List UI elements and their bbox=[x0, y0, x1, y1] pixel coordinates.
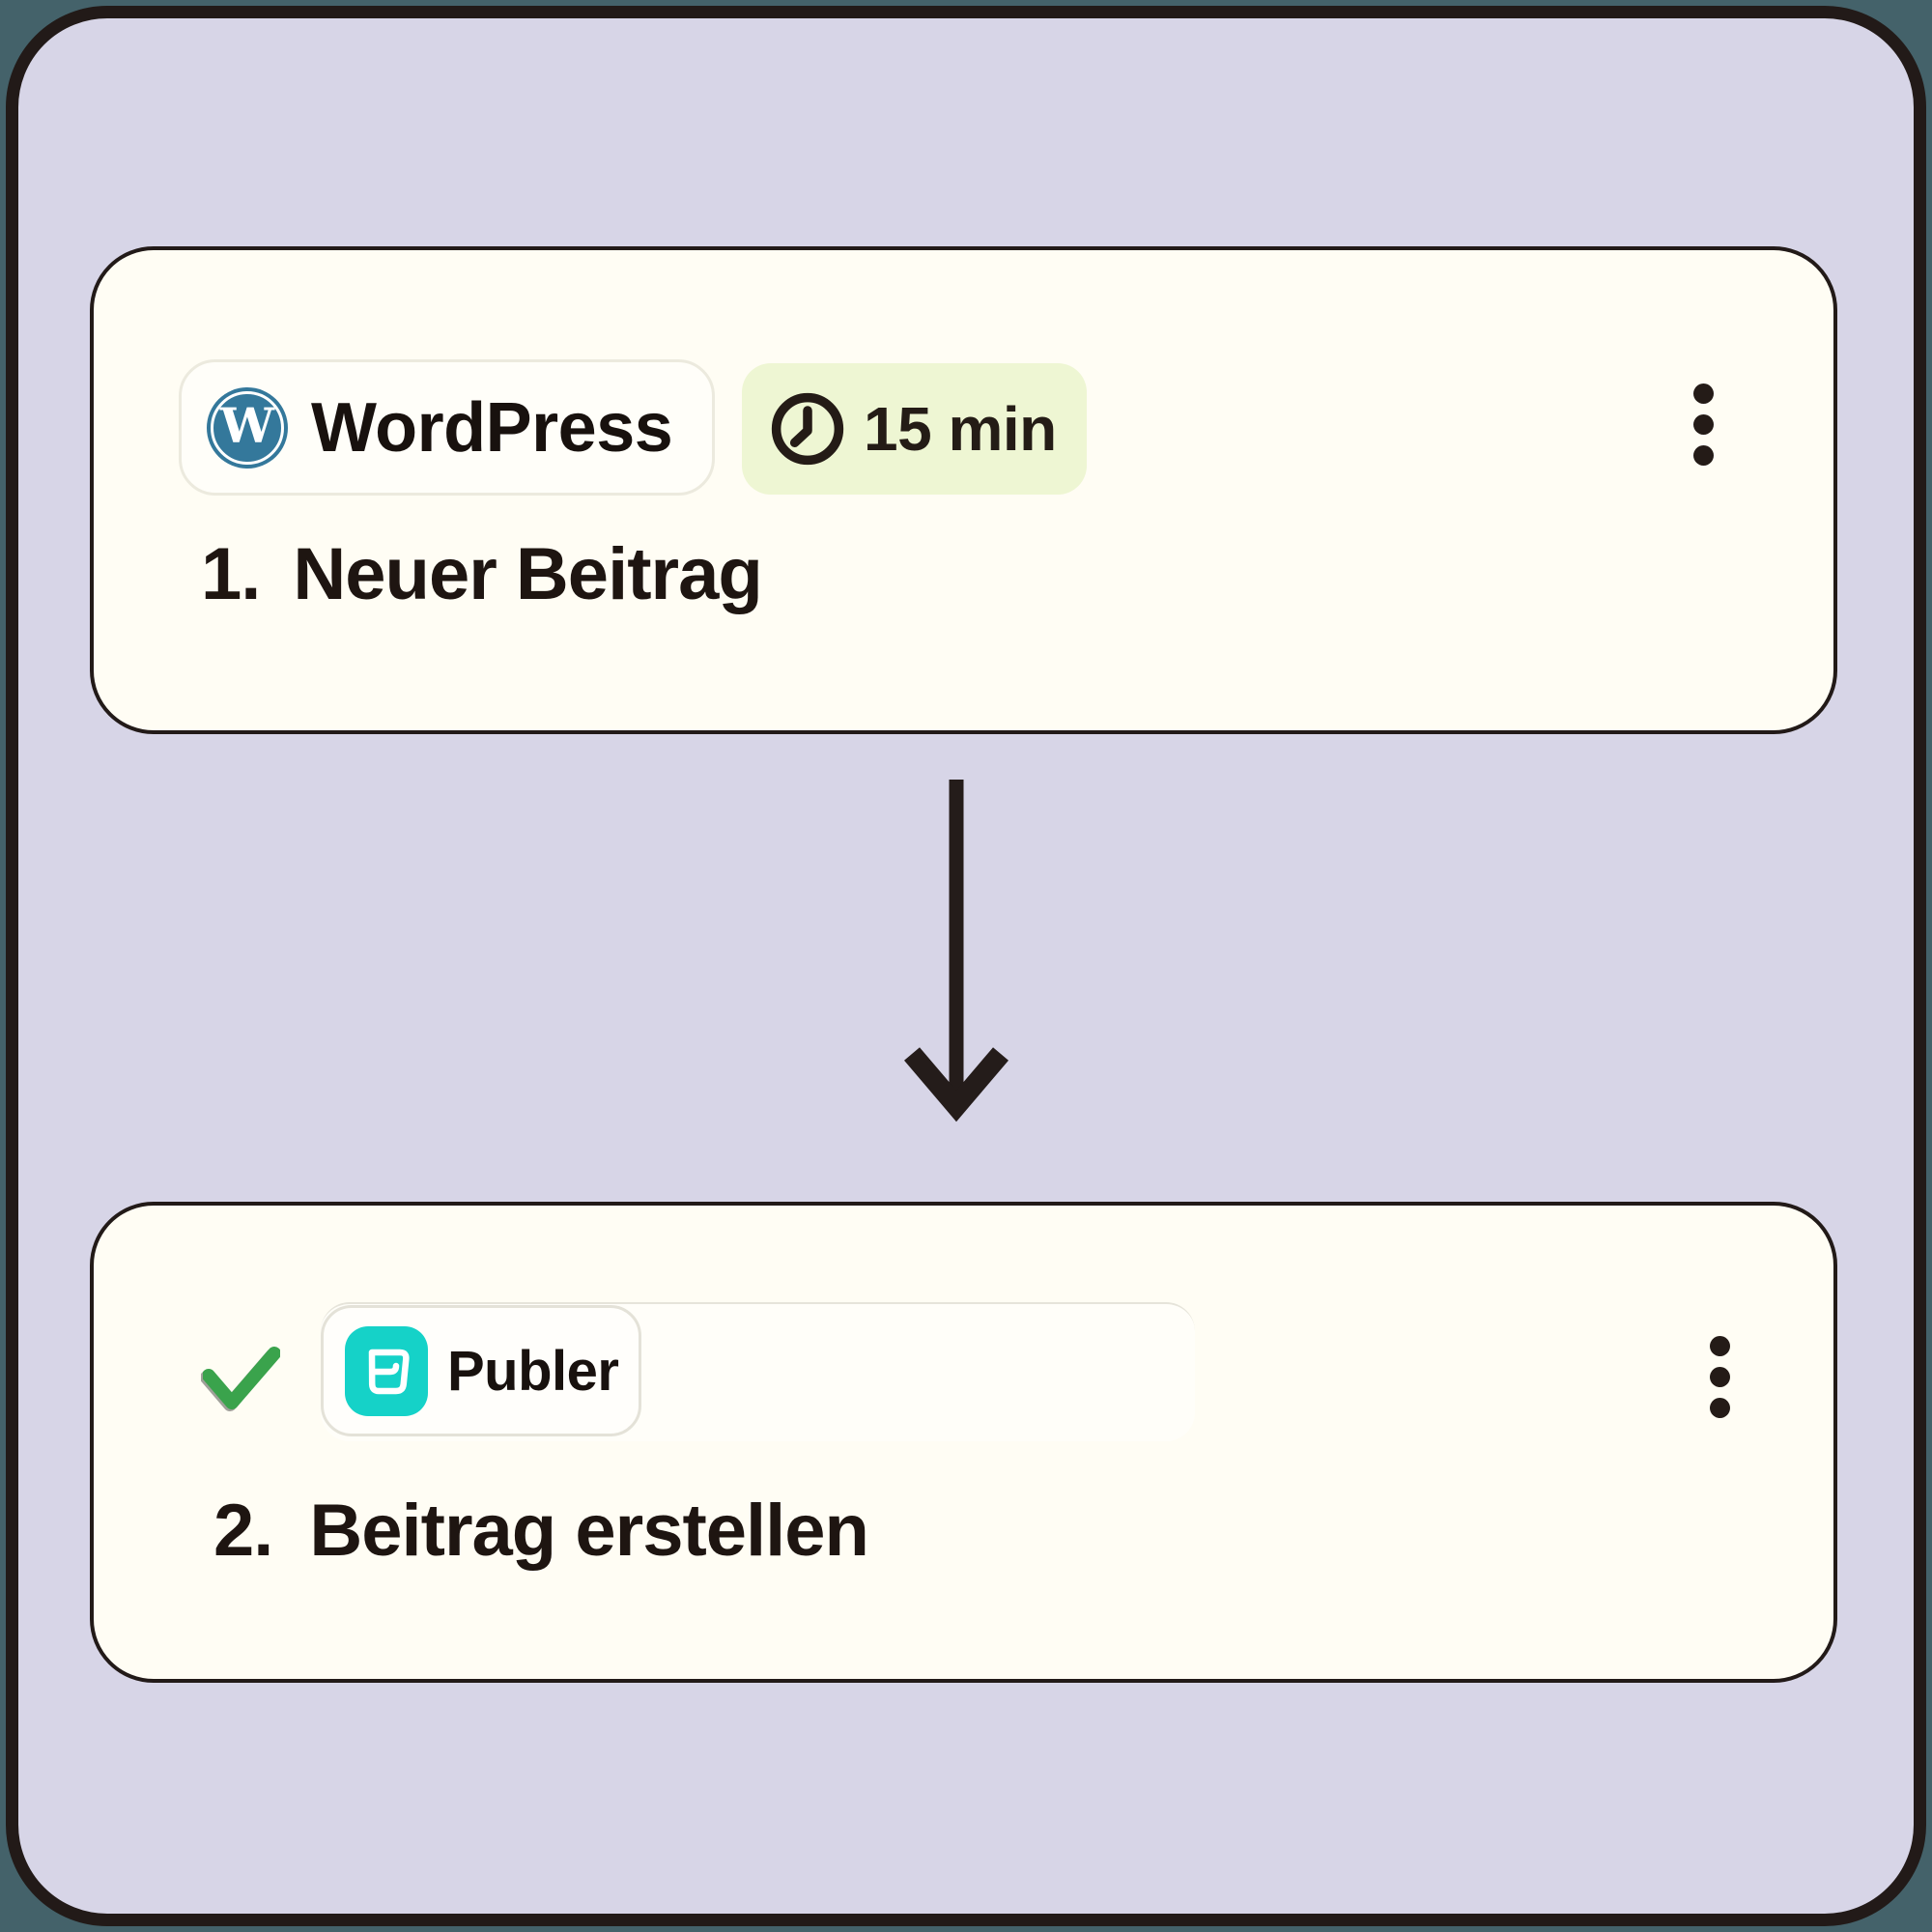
arrow-down-icon bbox=[904, 780, 1009, 1122]
step-number: 2. bbox=[213, 1490, 273, 1572]
workflow-panel: W WordPress 15 min 1. Neuer Beitrag bbox=[6, 6, 1926, 1926]
kebab-menu-icon[interactable] bbox=[1710, 1336, 1731, 1418]
wordpress-logo-icon: W bbox=[207, 386, 288, 469]
schedule-label: 15 min bbox=[864, 394, 1057, 464]
workflow-step-card-1[interactable]: W WordPress 15 min 1. Neuer Beitrag bbox=[90, 246, 1837, 734]
publer-logo-icon bbox=[345, 1325, 428, 1416]
wordpress-logo-ring bbox=[211, 390, 284, 465]
kebab-dot bbox=[1710, 1398, 1730, 1418]
step-title: Neuer Beitrag bbox=[293, 533, 762, 615]
kebab-dot bbox=[1693, 384, 1714, 404]
schedule-badge[interactable]: 15 min bbox=[742, 363, 1087, 495]
app-badge-label: Publer bbox=[447, 1339, 619, 1403]
kebab-dot bbox=[1710, 1367, 1730, 1387]
step-title: Beitrag erstellen bbox=[309, 1490, 869, 1572]
kebab-dot bbox=[1693, 445, 1714, 466]
kebab-dot bbox=[1693, 414, 1714, 435]
workflow-step-card-2[interactable]: Publer 2. Beitrag erstellen bbox=[90, 1202, 1837, 1683]
app-badge-wordpress[interactable]: W WordPress bbox=[179, 359, 715, 496]
check-icon bbox=[203, 1347, 280, 1409]
step-number: 1. bbox=[201, 533, 261, 615]
kebab-menu-icon[interactable] bbox=[1693, 384, 1715, 466]
step-title-row: 1. Neuer Beitrag bbox=[201, 533, 763, 615]
wordpress-logo-letter: W bbox=[219, 397, 275, 454]
kebab-dot bbox=[1710, 1336, 1730, 1356]
step-title-row: 2. Beitrag erstellen bbox=[213, 1490, 869, 1572]
app-badge-label: WordPress bbox=[311, 388, 673, 467]
app-badge-publer[interactable]: Publer bbox=[321, 1305, 641, 1436]
clock-icon bbox=[771, 392, 844, 466]
